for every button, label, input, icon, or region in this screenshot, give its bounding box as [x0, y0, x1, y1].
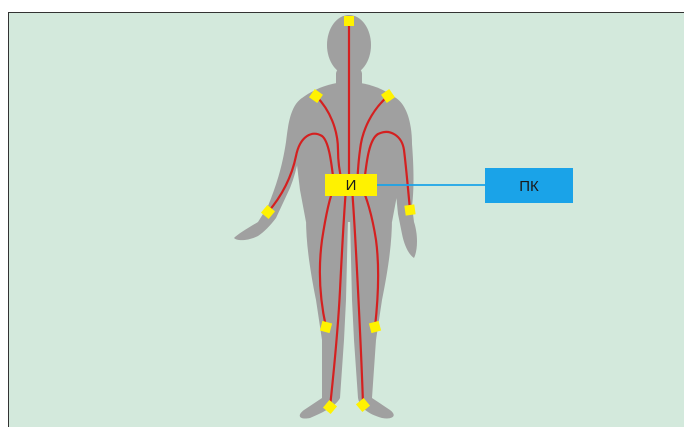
pc-block: ПК [485, 168, 573, 203]
sensor-right-wrist [404, 204, 415, 215]
sensor-head [344, 16, 354, 26]
interface-label: И [346, 177, 357, 194]
interface-block: И [325, 174, 377, 196]
pc-label: ПК [519, 178, 539, 195]
right-arm [394, 98, 417, 258]
